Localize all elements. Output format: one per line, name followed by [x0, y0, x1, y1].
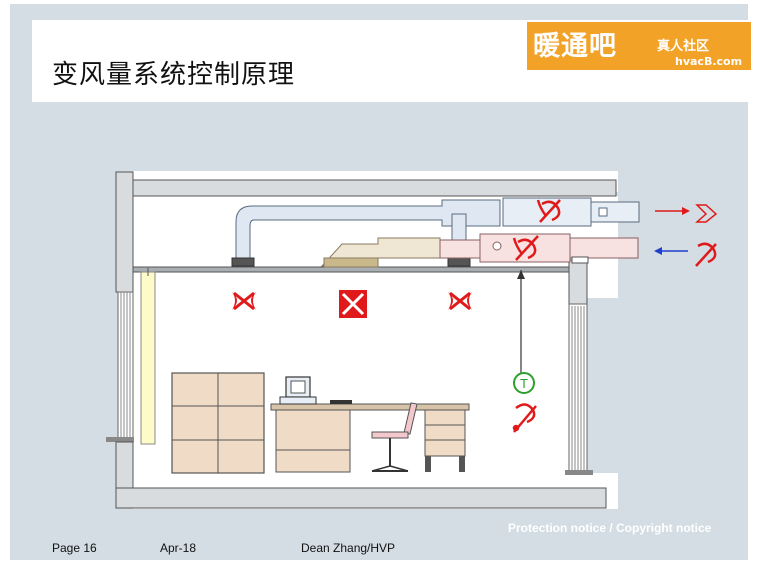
thermostat-icon: T — [513, 372, 535, 394]
return-duct — [320, 233, 639, 268]
supply-damper-icon — [536, 199, 561, 223]
office-chair — [371, 402, 418, 472]
desk — [270, 403, 470, 473]
temperature-sensor-icon — [512, 403, 537, 433]
logo-sub-text: 真人社区 — [657, 39, 710, 54]
logo-main-text: 暖通吧 — [533, 31, 617, 62]
footer-author: Dean Zhang/HVP — [301, 541, 396, 555]
logo: 暖通吧 真人社区 hvacB.com — [527, 22, 751, 70]
supply-duct — [231, 197, 640, 267]
supply-outlet-icon — [448, 291, 472, 311]
computer — [279, 376, 352, 405]
return-grille-icon — [339, 290, 367, 318]
page-number: Page 16 — [52, 541, 97, 555]
slide-title: 变风量系统控制原理 — [52, 60, 296, 90]
copyright-notice: Protection notice / Copyright notice — [508, 521, 712, 535]
exhaust-air-icon — [655, 204, 718, 223]
supply-outlet-icon — [232, 291, 256, 311]
light-fixture-icon — [140, 268, 156, 445]
logo-url-text: hvacB.com — [675, 55, 743, 68]
thermostat-signal — [517, 270, 525, 375]
footer-date: Apr-18 — [160, 541, 197, 555]
thermostat-label: T — [519, 377, 528, 391]
outside-air-icon — [654, 242, 717, 267]
file-cabinet — [171, 372, 265, 474]
return-damper-icon — [512, 235, 539, 261]
